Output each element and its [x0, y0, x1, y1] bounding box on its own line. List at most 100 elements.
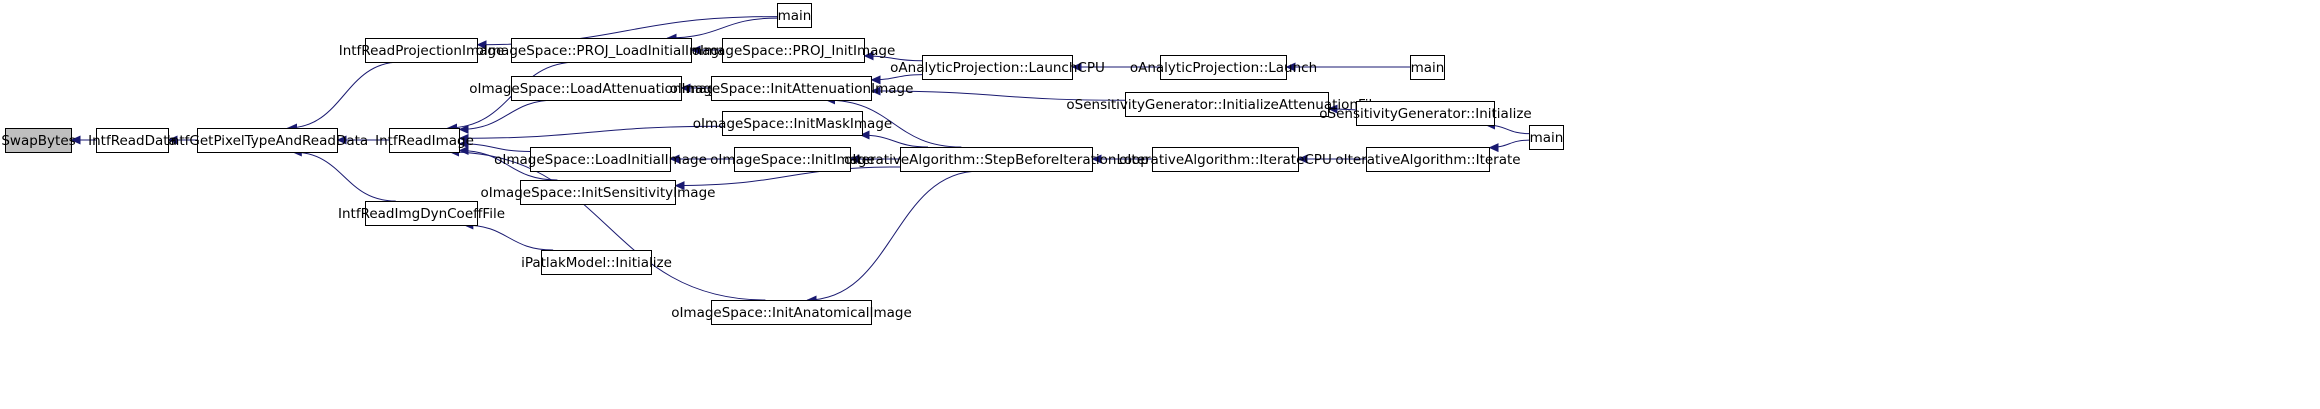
node-box	[5, 128, 72, 153]
node-InitAnatomicalImage[interactable]: oImageSpace::InitAnatomicalImage	[671, 300, 912, 325]
node-box	[541, 250, 652, 275]
edge-InitAnatomicalImage-to-IntfReadImage	[449, 147, 766, 301]
node-box	[1366, 147, 1490, 172]
node-label: oSensitivityGenerator::Initialize	[1319, 106, 1531, 122]
node-box	[734, 147, 851, 172]
node-InitAttenuationImage[interactable]: oImageSpace::InitAttenuationImage	[670, 76, 914, 101]
node-label: oImageSpace::InitMaskImage	[693, 116, 892, 132]
node-label: oImageSpace::InitAttenuationImage	[670, 81, 914, 97]
node-label: IntfGetPixelTypeAndReadData	[167, 133, 368, 149]
node-label: oIterativeAlgorithm::IterateCPU	[1119, 152, 1332, 168]
node-InitSensitivityImage[interactable]: oImageSpace::InitSensitivityImage	[481, 180, 716, 205]
node-main1[interactable]: main	[777, 3, 812, 28]
node-IntfReadImage[interactable]: IntfReadImage	[375, 128, 474, 153]
node-label: oImageSpace::LoadAttenuationImage	[469, 81, 724, 97]
node-label: oAnalyticProjection::Launch	[1130, 60, 1317, 76]
node-box	[530, 147, 671, 172]
node-label: oImageSpace::InitAnatomicalImage	[671, 305, 912, 321]
node-main2[interactable]: main	[1410, 55, 1445, 80]
node-box	[1529, 125, 1564, 150]
edge-IntfReadProjectionImage-to-IntfGetPixelTypeAndReadData	[287, 61, 401, 133]
node-layer: SwapBytes IntfReadDataIntfGetPixelTypeAnd…	[1, 3, 1564, 325]
edge-SensInitialize-to-InitAttenFiles	[1327, 104, 1357, 114]
node-label: IntfReadImage	[375, 133, 474, 149]
node-label: oImageSpace::PROJ_InitImage	[692, 43, 896, 59]
node-box	[1160, 55, 1287, 80]
edge-StepBefore-to-InitAnatomicalImage	[806, 170, 980, 305]
node-label: SwapBytes	[1, 133, 75, 149]
node-label: oAnalyticProjection::LaunchCPU	[890, 60, 1105, 76]
node-box	[96, 128, 169, 153]
edge-LaunchCPU-to-PROJ_InitImage	[863, 51, 923, 62]
node-label: oImageSpace::LoadInitialImage	[494, 152, 707, 168]
node-box	[900, 147, 1093, 172]
node-box	[711, 76, 872, 101]
node-label: oImageSpace::InitSensitivityImage	[481, 185, 716, 201]
node-box	[520, 180, 676, 205]
node-main3[interactable]: main	[1529, 125, 1564, 150]
edge-InitMaskImage-to-IntfReadImage	[458, 125, 723, 143]
node-label: oSensitivityGenerator::InitializeAttenua…	[1066, 97, 1387, 113]
node-StepBefore[interactable]: oIterativeAlgorithm::StepBeforeIteration…	[844, 147, 1149, 172]
node-SensInitialize[interactable]: oSensitivityGenerator::Initialize	[1319, 101, 1532, 126]
node-label: IntfReadProjectionImage	[339, 43, 505, 59]
node-label: oImageSpace::InitImage	[710, 152, 875, 168]
edge-StepBefore-to-InitSensitivityImage	[674, 166, 901, 191]
node-box	[777, 3, 812, 28]
node-InitMaskImage[interactable]: oImageSpace::InitMaskImage	[693, 111, 892, 136]
node-LoadInitialImage[interactable]: oImageSpace::LoadInitialImage	[494, 147, 707, 172]
node-IntfReadData[interactable]: IntfReadData	[88, 128, 177, 153]
node-IntfReadProjectionImage[interactable]: IntfReadProjectionImage	[339, 38, 505, 63]
node-box	[722, 111, 863, 136]
node-box	[1356, 101, 1495, 126]
node-Iterate[interactable]: oIterativeAlgorithm::Iterate	[1335, 147, 1521, 172]
edge-StepBefore-to-InitMaskImage	[859, 130, 929, 148]
node-label: oIterativeAlgorithm::StepBeforeIteration…	[844, 152, 1149, 168]
node-label: oImageSpace::PROJ_LoadInitialImage	[476, 43, 728, 59]
node-box	[1410, 55, 1445, 80]
edge-PatlakInitialize-to-IntfReadImgDynCoeffFile	[463, 220, 554, 251]
node-box	[511, 38, 692, 63]
node-box	[722, 38, 865, 63]
node-InitAttenFiles[interactable]: oSensitivityGenerator::InitializeAttenua…	[1066, 92, 1388, 117]
node-label: oIterativeAlgorithm::Iterate	[1335, 152, 1520, 168]
node-label: main	[1530, 130, 1564, 146]
node-box	[197, 128, 338, 153]
node-PROJ_InitImage[interactable]: oImageSpace::PROJ_InitImage	[692, 38, 896, 63]
node-Launch[interactable]: oAnalyticProjection::Launch	[1130, 55, 1317, 80]
edge-InitAttenFiles-to-InitAttenuationImage	[870, 86, 1126, 101]
edge-InitSensitivityImage-to-IntfReadImage	[458, 145, 558, 181]
node-box	[711, 300, 872, 325]
node-label: main	[778, 8, 812, 24]
edge-StepBefore-to-InitAttenuationImage	[825, 95, 962, 148]
node-LaunchCPU[interactable]: oAnalyticProjection::LaunchCPU	[890, 55, 1105, 80]
node-IntfGetPixelTypeAndReadData[interactable]: IntfGetPixelTypeAndReadData	[167, 128, 368, 153]
edge-LoadInitialImage-to-IntfReadImage	[458, 139, 531, 152]
node-IntfReadImgDynCoeffFile[interactable]: IntfReadImgDynCoeffFile	[338, 201, 505, 226]
edge-layer	[70, 16, 1530, 305]
node-PROJ_LoadInitialImage[interactable]: oImageSpace::PROJ_LoadInitialImage	[476, 38, 728, 63]
node-label: IntfReadImgDynCoeffFile	[338, 206, 505, 222]
node-box	[1152, 147, 1299, 172]
node-IterateCPU[interactable]: oIterativeAlgorithm::IterateCPU	[1119, 147, 1332, 172]
node-box	[389, 128, 460, 153]
node-box	[365, 201, 478, 226]
edge-LaunchCPU-to-InitAttenuationImage	[870, 74, 923, 85]
node-SwapBytes: SwapBytes	[1, 128, 76, 153]
node-label: iPatlakModel::Initialize	[521, 255, 672, 271]
node-box	[511, 76, 682, 101]
node-InitImage[interactable]: oImageSpace::InitImage	[710, 147, 875, 172]
node-label: main	[1411, 60, 1445, 76]
node-LoadAttenuationImage[interactable]: oImageSpace::LoadAttenuationImage	[469, 76, 724, 101]
edge-main3-to-SensInitialize	[1485, 120, 1530, 135]
edge-IntfReadImgDynCoeffFile-to-IntfGetPixelTypeAndReadData	[291, 147, 396, 202]
node-PatlakInitialize[interactable]: iPatlakModel::Initialize	[521, 250, 672, 275]
edge-LoadAttenuationImage-to-IntfReadImage	[458, 99, 557, 134]
node-label: IntfReadData	[88, 133, 177, 149]
edge-main1-to-PROJ_LoadInitialImage	[666, 17, 778, 43]
node-box	[365, 38, 478, 63]
node-box	[922, 55, 1073, 80]
node-box	[1125, 92, 1329, 117]
edge-main3-to-Iterate	[1488, 139, 1530, 153]
